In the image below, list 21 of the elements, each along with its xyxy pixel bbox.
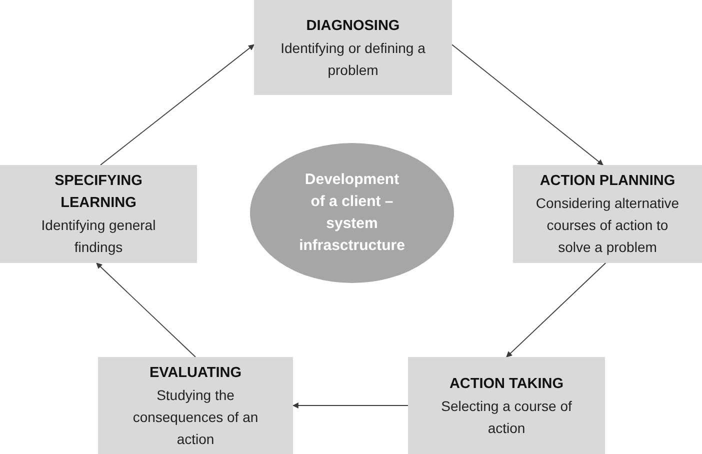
stage-title: ACTION TAKING — [449, 374, 564, 394]
arrow — [506, 262, 606, 358]
arrow — [452, 44, 604, 166]
process-box — [98, 357, 293, 454]
center-label: Development of a client – system infrasctructure — [298, 170, 406, 256]
stage-title: EVALUATING — [149, 364, 242, 382]
stage-title: DIAGNOSING — [306, 16, 400, 36]
process-box — [513, 165, 702, 263]
stage-description: Identifying general findings — [40, 216, 157, 257]
process-box — [408, 357, 605, 454]
arrow — [96, 262, 196, 358]
stage-description: Selecting a course of action — [440, 396, 573, 438]
stage-title: ACTION PLANNING — [540, 172, 676, 191]
process-box — [0, 165, 197, 263]
stage-description: Studying the consequences of an action — [132, 386, 260, 448]
stage-description: Identifying or defining a problem — [280, 38, 426, 80]
arrow — [100, 44, 254, 166]
arrow — [292, 402, 408, 408]
process-box — [254, 0, 452, 95]
stage-description: Considering alternative courses of action to solve a problem — [534, 194, 680, 257]
stage-title: SPECIFYING LEARNING — [54, 172, 144, 213]
